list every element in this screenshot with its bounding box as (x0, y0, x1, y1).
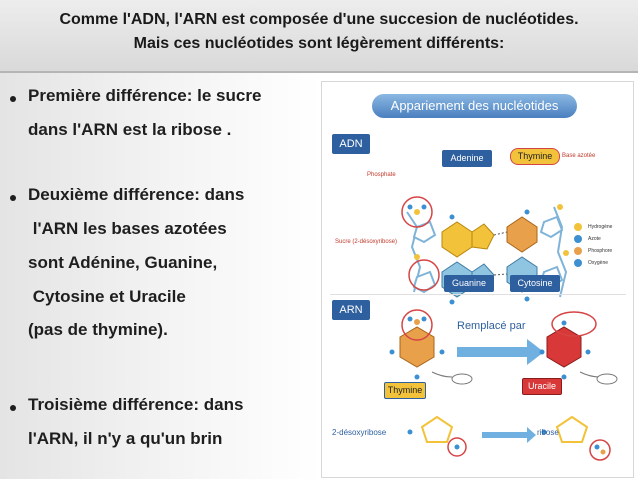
header-line-1: Comme l'ADN, l'ARN est composée d'une su… (59, 11, 579, 28)
bullet-1-line-2: dans l'ARN est la ribose . (28, 120, 232, 139)
sucre-label: Sucre (2-désoxyribose) (335, 239, 398, 245)
remplace-label: Remplacé par (457, 320, 526, 332)
thymine-label-bottom: Thymine (384, 382, 426, 399)
rna-replacement-diagram (389, 309, 618, 461)
bullet-1-line-1: Première différence: le sucre (28, 86, 262, 105)
nucleotide-pairing-figure: Appariement des nucléotides ADN (321, 81, 634, 478)
legend-oxygen: Oxygène (588, 260, 609, 266)
ribose-label: ribose (537, 428, 559, 437)
bullet-panel (0, 73, 320, 479)
figure-divider (330, 294, 626, 295)
arn-tag: ARN (332, 300, 370, 320)
phosphate-label: Phosphate (367, 172, 396, 178)
header-line-2: Mais ces nucléotides sont légèrement dif… (133, 35, 505, 52)
bullet-dot-2 (10, 195, 16, 201)
guanine-label: Guanine (444, 275, 494, 292)
bullet-dot-1 (10, 96, 16, 102)
slide-header: Comme l'ADN, l'ARN est composée d'une su… (0, 0, 638, 73)
adn-tag: ADN (332, 134, 370, 154)
adenine-label: Adenine (442, 150, 492, 167)
desoxyribose-label: 2-désoxyribose (332, 428, 387, 437)
base-azotee-label: Base azotée (562, 153, 596, 159)
bullet-2-line-1: Deuxième différence: dans (28, 185, 245, 204)
legend-hydrogen: Hydrogène (588, 224, 613, 230)
figure-title: Appariement des nucléotides (372, 94, 577, 118)
bullet-2-line-3: sont Adénine, Guanine, (28, 253, 218, 272)
uracile-label: Uracile (522, 378, 562, 395)
bullet-3-line-2: l'ARN, il n'y a qu'un brin (28, 429, 223, 448)
bullet-2-line-2: l'ARN les bases azotées (28, 219, 227, 238)
legend-nitrogen: Azote (588, 236, 601, 242)
bullet-dot-3 (10, 405, 16, 411)
legend-phosphorus: Phosphore (588, 248, 613, 254)
cytosine-label: Cytosine (510, 275, 560, 292)
bullet-2-line-4: Cytosine et Uracile (28, 287, 186, 306)
bullet-2-line-5: (pas de thymine). (28, 320, 168, 339)
bullet-3-line-1: Troisième différence: dans (28, 395, 244, 414)
thymine-label-top: Thymine (510, 148, 560, 165)
